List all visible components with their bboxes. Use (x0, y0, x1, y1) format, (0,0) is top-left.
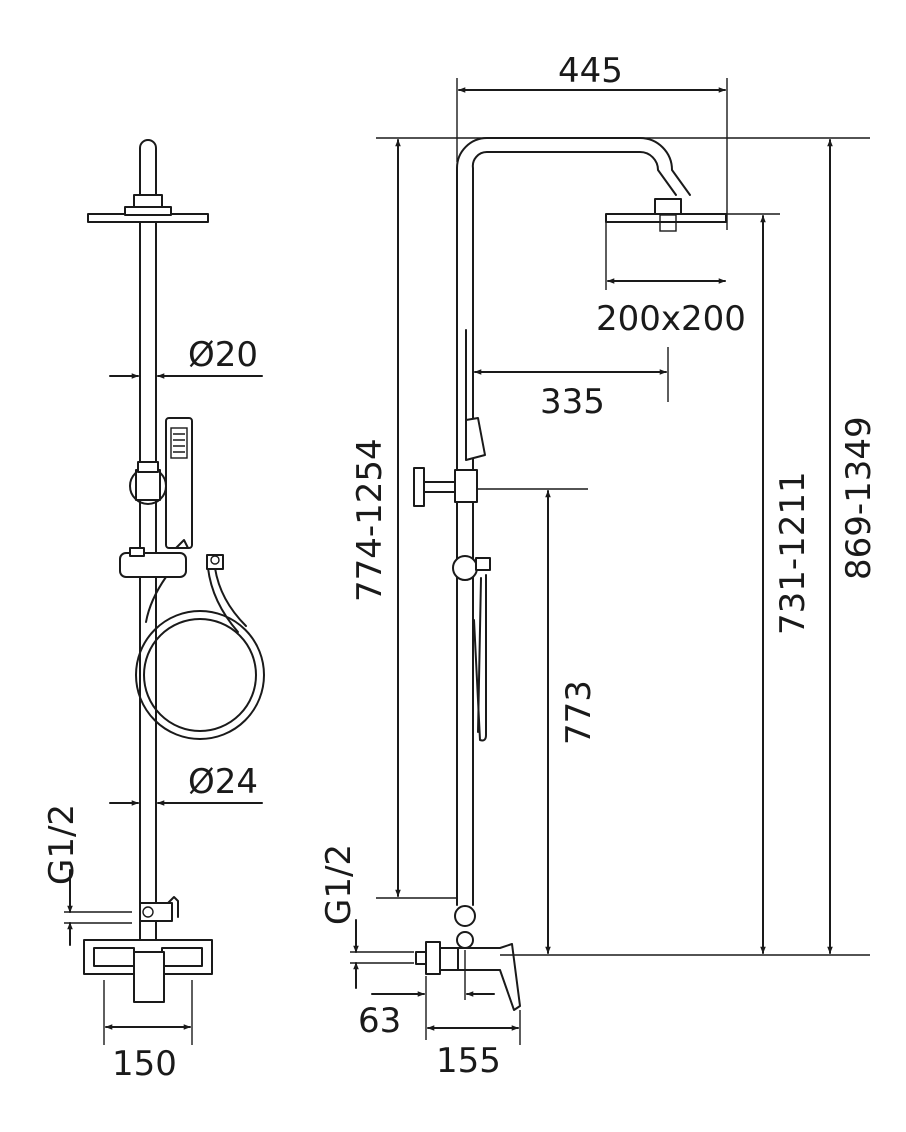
side-view (350, 78, 870, 1045)
dim-thread-front: G1/2 (42, 804, 82, 885)
front-view (64, 139, 265, 1045)
dim-overall-height: 869-1349 (839, 416, 879, 580)
dim-head-height: 731-1211 (773, 471, 813, 635)
dim-mixer-width: 150 (112, 1044, 177, 1084)
dim-thread-side: G1/2 (319, 844, 359, 925)
dim-holder-height: 773 (559, 680, 599, 745)
dim-outlet-offset: 63 (358, 1001, 401, 1041)
dim-arm-reach: 335 (540, 382, 605, 422)
dim-top-width: 445 (558, 51, 623, 91)
dim-head-size: 200x200 (596, 299, 746, 339)
dim-mixer-depth: 155 (436, 1041, 501, 1081)
dim-diameter-bottom: Ø24 (188, 762, 258, 802)
dim-diameter-top: Ø20 (188, 335, 258, 375)
dim-rail-height: 774-1254 (350, 438, 390, 602)
